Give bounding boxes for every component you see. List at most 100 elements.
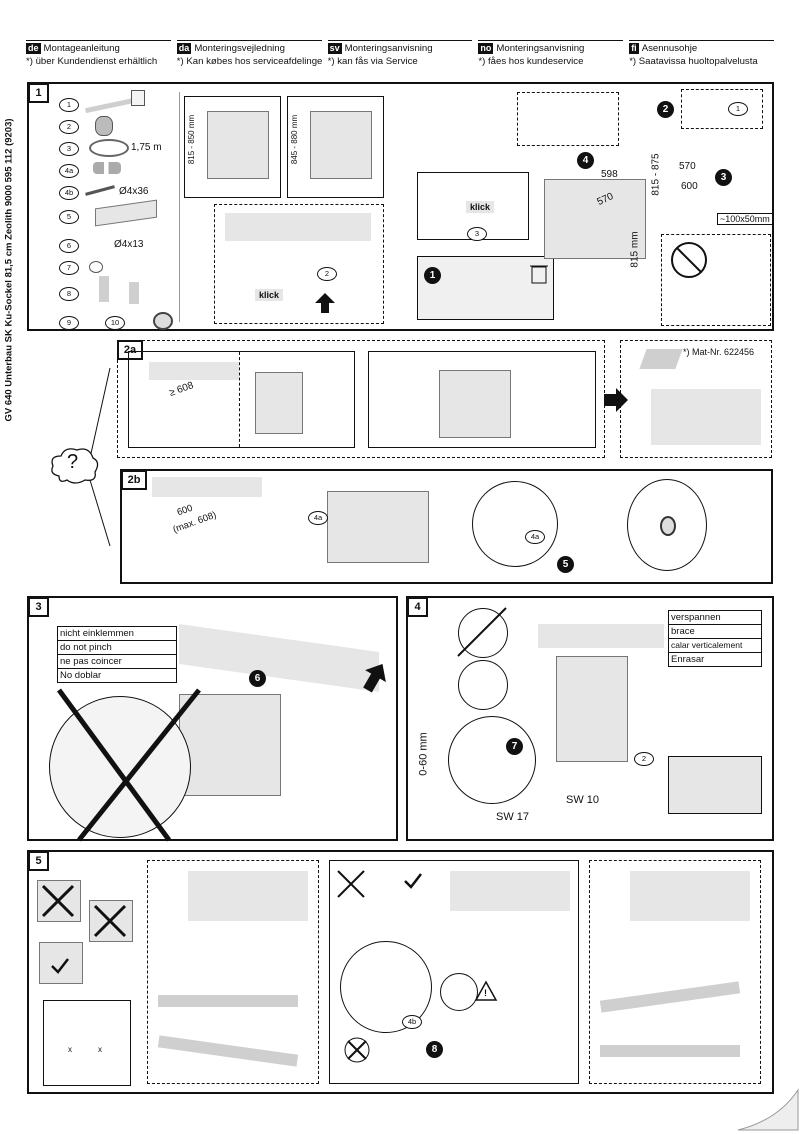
part-ref: 4b [402, 1015, 422, 1029]
hinge-detail-right [589, 860, 761, 1084]
dim-100x50: ~100x50mm [717, 213, 773, 225]
part-caps-image [89, 261, 103, 273]
step-ref: 2 [317, 267, 337, 281]
part-spool-image [95, 116, 113, 136]
screw-hole-icon [660, 516, 676, 536]
panel-number: 4 [407, 597, 428, 617]
part-ref: 4a [308, 511, 328, 525]
height-range-label: 845 - 880 mm [290, 114, 300, 165]
mounting-image [651, 389, 761, 445]
dishwasher-image [255, 372, 303, 434]
klick-label: klick [255, 289, 284, 301]
door-diagram [39, 942, 83, 984]
niche-width-diagram: ≥ 608 [128, 351, 355, 448]
part-label: 7 [59, 261, 79, 275]
zoom-circle [458, 608, 508, 658]
panel-number: 2b [121, 470, 147, 490]
dim-600: 600 [175, 502, 195, 519]
part-ref: 4a [525, 530, 545, 544]
part-label: 1 [59, 98, 79, 112]
brace-lines [89, 367, 111, 547]
water-warning-detail [661, 234, 771, 326]
part-label: 6 [59, 239, 79, 253]
dim-815mm: 815 mm [629, 231, 641, 268]
zoom-circle [458, 660, 508, 710]
question-mark: ? [67, 451, 79, 473]
mat-nr: *) Mat-Nr. 622456 [683, 347, 755, 357]
screw-size-4b: Ø4x36 [119, 186, 149, 197]
step-badge: 1 [424, 267, 441, 284]
divider [239, 352, 241, 447]
parts-list: 1 2 3 1,75 m 4a 4b Ø4x36 5 6 Ø4x13 7 8 9… [59, 90, 179, 330]
installed-diagram [368, 351, 596, 448]
divider [179, 92, 180, 322]
niche-dimensions: 2 815 - 875 570 600 3 ~100x50mm [621, 99, 773, 234]
cross-icon [457, 607, 507, 657]
klick-label: klick [466, 201, 495, 213]
part-label: 4b [59, 186, 79, 200]
part-plate-image [95, 199, 157, 227]
screw-size-6: Ø4x13 [114, 239, 144, 250]
arrow-right-icon [604, 388, 628, 412]
height-diagram-2: 845 - 880 mm [287, 96, 384, 198]
zoom-circle [49, 696, 191, 838]
warning-mark: ! [484, 988, 487, 998]
dim-598: 598 [601, 169, 618, 180]
bracket-image [639, 349, 683, 369]
part-strip-image [85, 97, 135, 114]
countertop-image [450, 871, 570, 911]
step-badge: 4 [577, 152, 594, 169]
step-badge: 2 [657, 101, 674, 118]
part-label: 2 [59, 120, 79, 134]
hinge-image [157, 1035, 299, 1067]
part-ring-image [153, 312, 173, 330]
hose-length: 1,75 m [131, 142, 162, 153]
side-product-label: GV 640 Unterbau SK Ku-Sockel 81,5 cm Zeo… [3, 118, 15, 422]
warning-icon [474, 980, 498, 1001]
dim-815-875: 815 - 875 [650, 153, 662, 196]
trash-bin-icon [530, 265, 548, 284]
panel-number: 3 [28, 597, 49, 617]
panel-5: 5 x x ! 4b 8 [27, 850, 774, 1094]
zoom-circle [340, 941, 432, 1033]
panel-number: 5 [28, 851, 49, 871]
part-label: 9 [59, 316, 79, 330]
countertop-image [149, 362, 239, 380]
alignment-diagram: x x [43, 1000, 131, 1086]
checkmark-icon [51, 958, 69, 974]
panel-3: 3 nicht einklemmen do not pinch ne pas c… [27, 596, 398, 842]
panel-1: 1 1 2 3 1,75 m 4a 4b Ø4x36 5 6 Ø4x13 7 8… [27, 82, 774, 331]
step-ref: 2 [634, 752, 654, 766]
part-screws-image [85, 185, 115, 196]
zoom-circle [440, 973, 478, 1011]
step-badge: 8 [426, 1041, 443, 1058]
dishwasher-in-niche-image [544, 179, 646, 259]
rail-detail [517, 92, 619, 146]
zoom-circle [448, 716, 536, 804]
countertop-image [152, 477, 262, 497]
step-badge: 7 [506, 738, 523, 755]
panel-number: 1 [28, 83, 49, 103]
part-label: 8 [59, 287, 79, 301]
part-ref: 3 [467, 227, 487, 241]
door-fixing-detail: ! 4b 8 [329, 860, 579, 1084]
dishwasher-image [327, 491, 429, 563]
range-label: 0-60 mm [417, 732, 430, 776]
dishwasher-image [179, 694, 281, 796]
part-brackets-image [129, 282, 139, 304]
panel-2b: 2b 600 (max. 608) 4a 4a 5 [120, 469, 773, 584]
height-range-label: 815 - 850 mm [187, 114, 197, 165]
hinge-detail-left [147, 860, 319, 1084]
countertop-image [538, 624, 664, 648]
dim-570: 570 [679, 161, 696, 172]
countertop-image [179, 623, 379, 693]
dishwasher-image [207, 111, 269, 179]
top-bracket-detail: 1 [681, 89, 763, 129]
part-ref: 1 [728, 102, 748, 116]
